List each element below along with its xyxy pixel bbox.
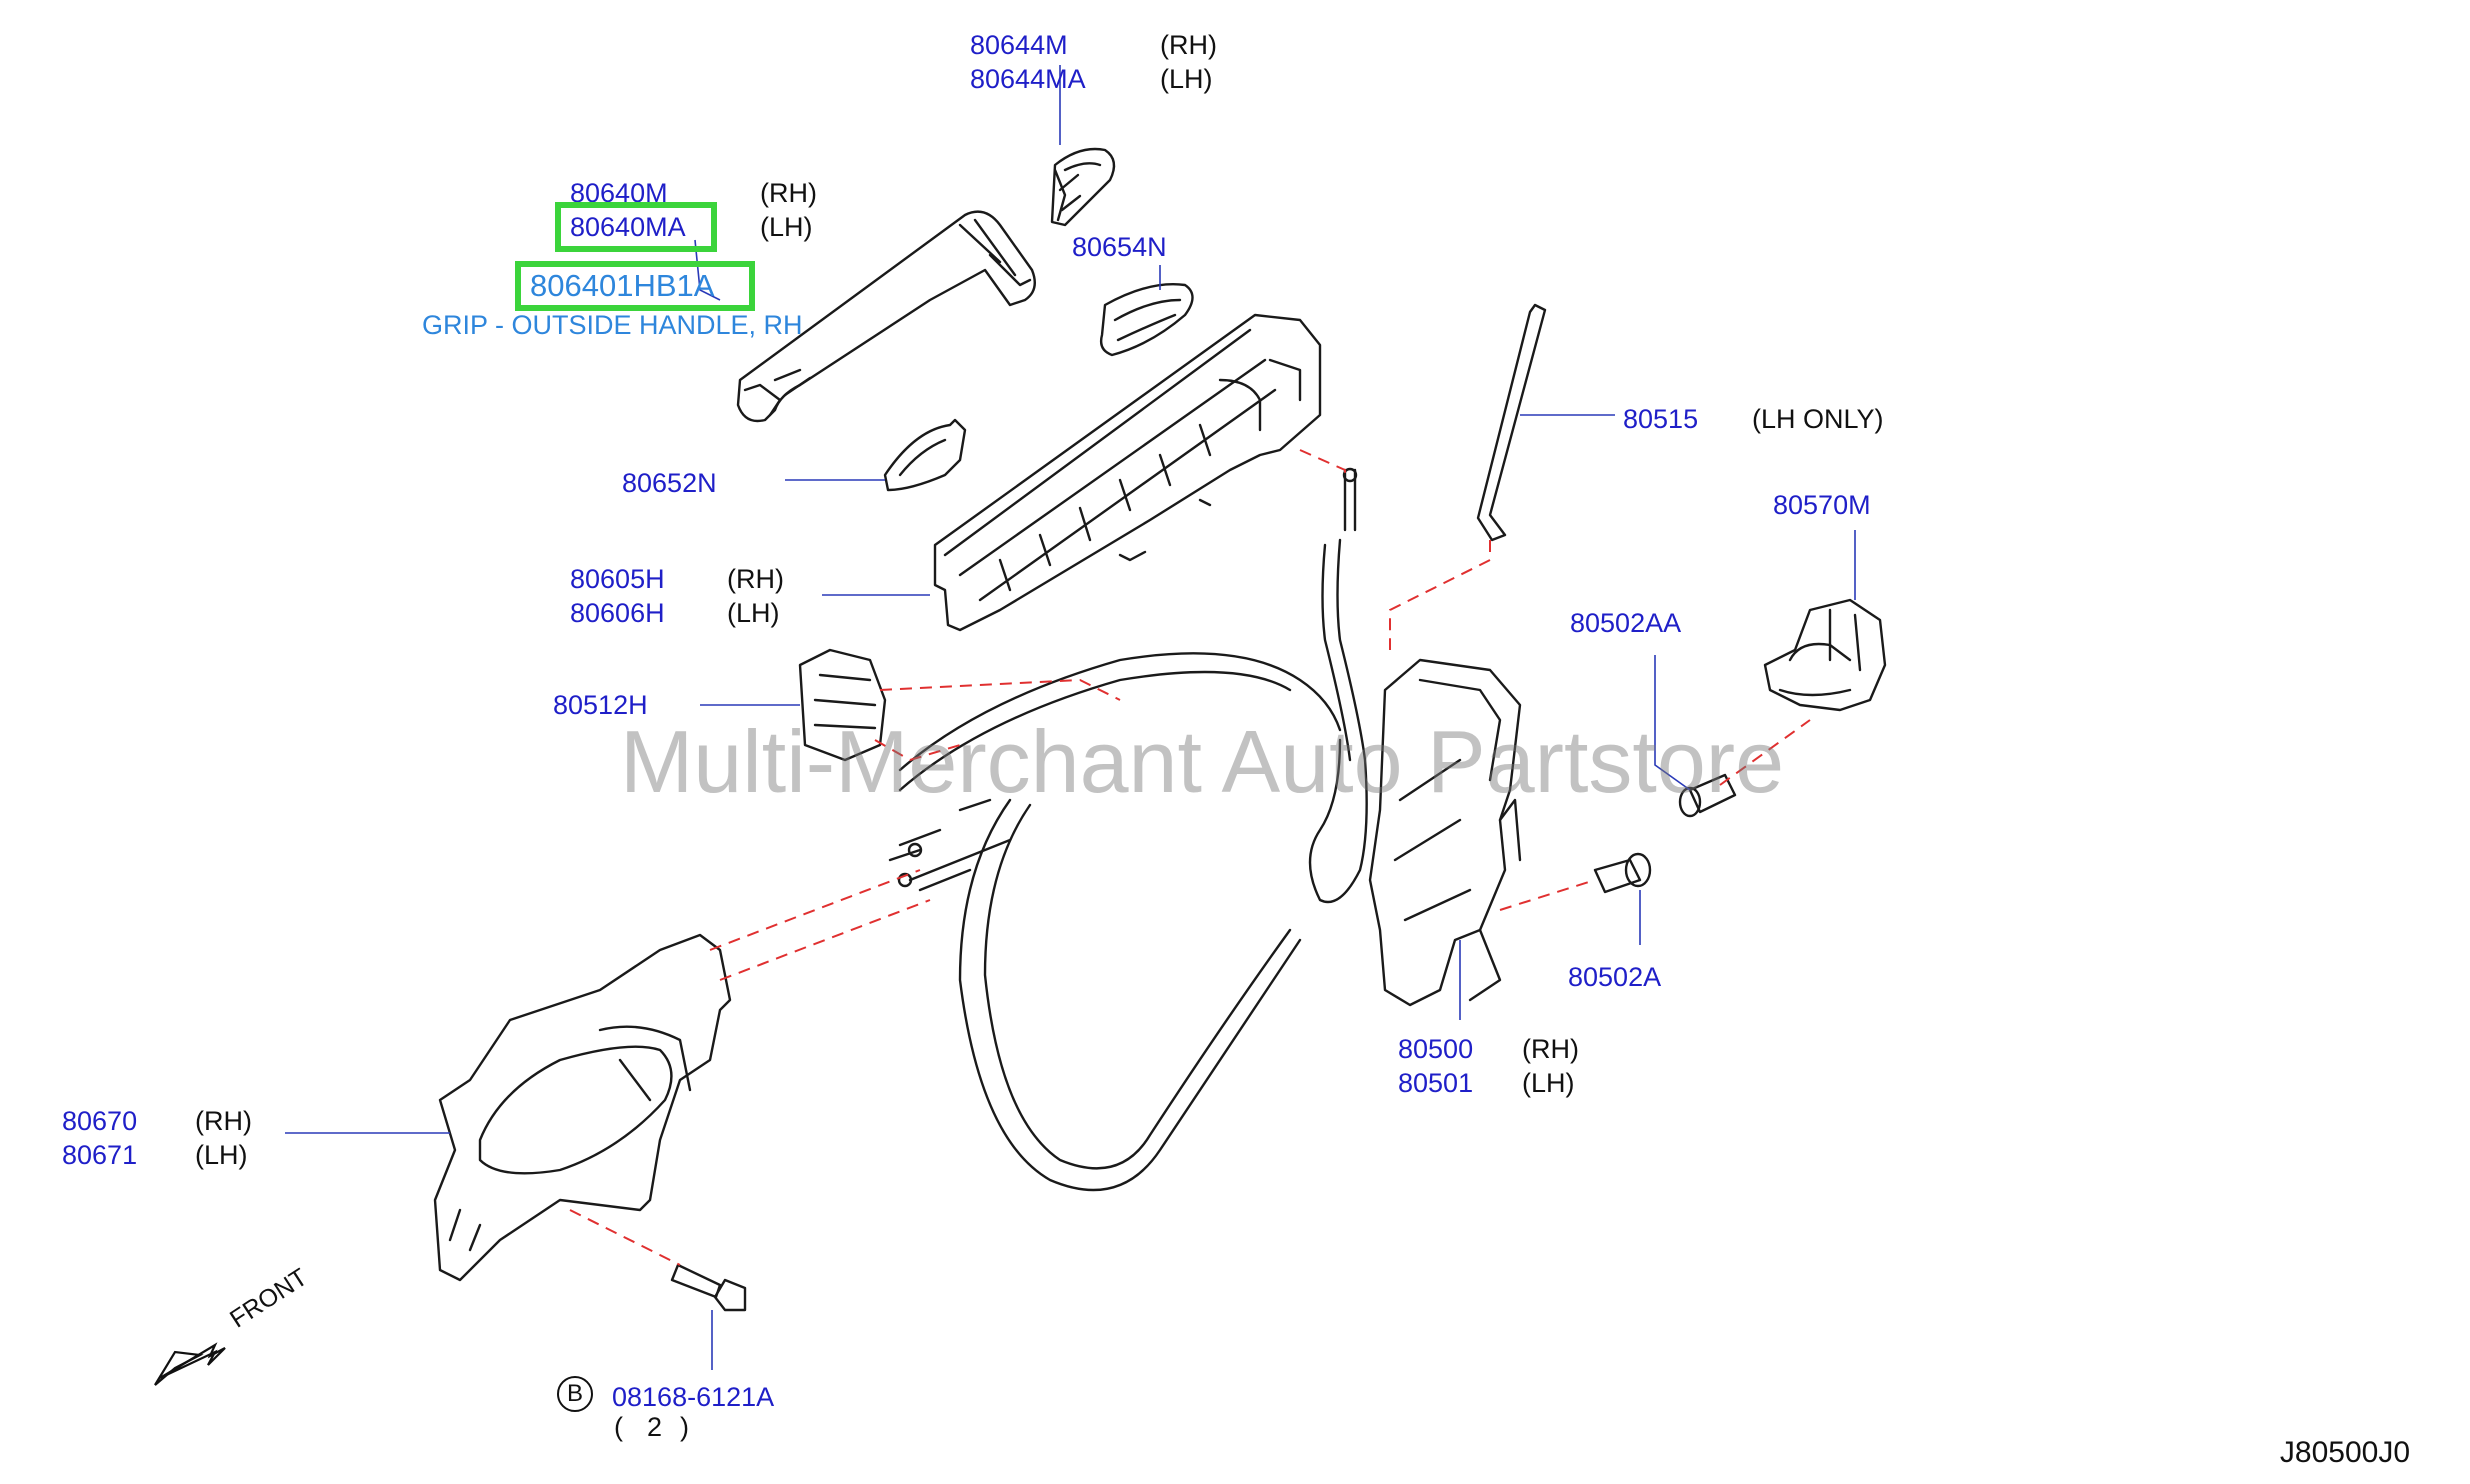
label-80640ma[interactable]: 80640MA xyxy=(570,212,686,242)
side-80640m: (RH) xyxy=(760,178,817,208)
gasket-80654n-part xyxy=(1099,283,1194,357)
side-80500: (RH) xyxy=(1522,1034,1579,1064)
watermark: Multi-Merchant Auto Partstore xyxy=(620,712,1785,811)
label-80570m[interactable]: 80570M xyxy=(1773,490,1871,520)
screw-80502aa-part xyxy=(1678,773,1737,818)
grip-description: GRIP - OUTSIDE HANDLE, RH xyxy=(422,310,803,340)
bolt-08168-part xyxy=(670,1263,747,1312)
label-80652n[interactable]: 80652N xyxy=(622,468,717,498)
label-80512h[interactable]: 80512H xyxy=(553,690,648,720)
leader-lines xyxy=(285,65,1856,1370)
label-80654n[interactable]: 80654N xyxy=(1072,232,1167,262)
side-80515: (LH ONLY) xyxy=(1752,404,1884,434)
highlight-box-80640ma xyxy=(555,202,717,252)
label-806401hb1a[interactable]: 806401HB1A xyxy=(530,268,715,303)
side-80640ma: (LH) xyxy=(760,212,813,242)
label-80644ma[interactable]: 80644MA xyxy=(970,64,1086,94)
label-80670[interactable]: 80670 xyxy=(62,1106,138,1136)
label-80606h[interactable]: 80606H xyxy=(570,598,665,628)
control-cable-part xyxy=(888,467,1368,1192)
label-80500[interactable]: 80500 xyxy=(1398,1034,1474,1064)
label-80502aa[interactable]: 80502AA xyxy=(1570,608,1682,638)
side-80501: (LH) xyxy=(1522,1068,1575,1098)
side-80644m: (RH) xyxy=(1160,30,1217,60)
side-80670: (RH) xyxy=(195,1106,252,1136)
label-80671[interactable]: 80671 xyxy=(62,1140,138,1170)
gasket-80652n-part xyxy=(883,418,967,492)
bushing-80512h-part xyxy=(798,648,887,762)
highlight-box-806401hb1a xyxy=(515,261,755,311)
striker-80570m-part xyxy=(1763,598,1887,712)
bolt-qty-close-paren: ) xyxy=(680,1412,689,1442)
side-80605h: (RH) xyxy=(727,564,784,594)
side-80644ma: (LH) xyxy=(1160,64,1213,94)
side-80671: (LH) xyxy=(195,1140,248,1170)
rod-80515-part xyxy=(1476,303,1547,542)
label-80605h[interactable]: 80605H xyxy=(570,564,665,594)
escutcheon-80644m-part xyxy=(1050,147,1116,227)
screw-80502a-part xyxy=(1593,852,1652,894)
bolt-badge: B xyxy=(557,1376,593,1412)
label-08168-6121a[interactable]: 08168-6121A xyxy=(612,1382,775,1412)
bolt-quantity: 2 xyxy=(647,1412,663,1442)
door-lock-actuator-80500-part xyxy=(1368,658,1522,1007)
inside-handle-80670-part xyxy=(433,933,732,1282)
front-arrow-icon xyxy=(154,1342,226,1386)
outside-handle-grip-part xyxy=(736,210,1036,423)
side-80606h: (LH) xyxy=(727,598,780,628)
label-80501[interactable]: 80501 xyxy=(1398,1068,1474,1098)
assembly-dash-lines xyxy=(569,449,1811,1266)
handle-bracket-80605h-part xyxy=(933,313,1322,632)
diagram-code: J80500J0 xyxy=(2279,1436,2410,1469)
label-80502a[interactable]: 80502A xyxy=(1568,962,1662,992)
label-80515[interactable]: 80515 xyxy=(1623,404,1699,434)
label-80644m[interactable]: 80644M xyxy=(970,30,1068,60)
bolt-qty-open-paren: ( xyxy=(614,1412,623,1442)
